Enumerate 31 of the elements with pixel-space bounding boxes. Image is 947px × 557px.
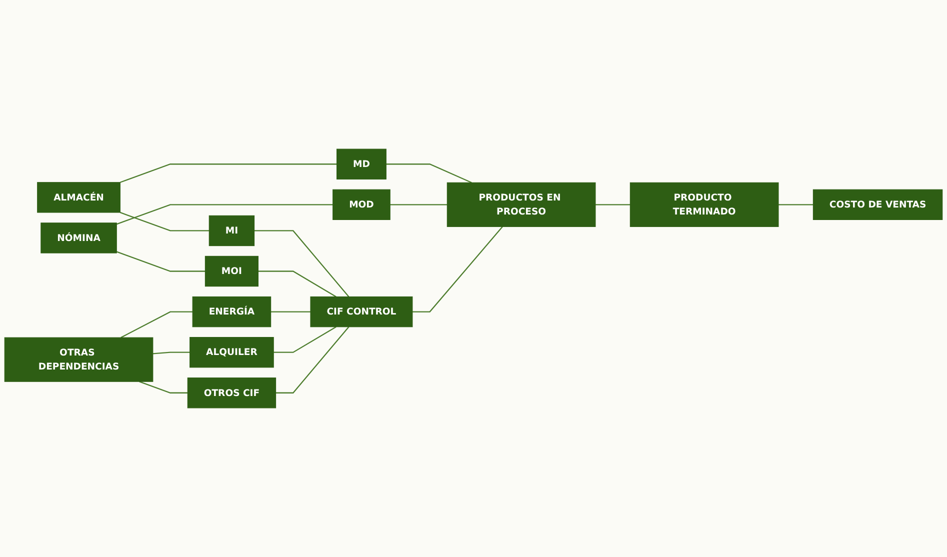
- node-box: ALMACÉN: [37, 182, 120, 213]
- connector: [152, 352, 190, 354]
- connector: [120, 212, 210, 232]
- node-box: NÓMINA: [40, 222, 117, 254]
- connector: [270, 311, 311, 312]
- node-box: CIF CONTROL: [310, 296, 413, 328]
- node-box: OTROS CIF: [187, 378, 276, 408]
- connector: [120, 164, 337, 183]
- node-box: MI: [208, 215, 255, 246]
- connector: [258, 270, 336, 298]
- connector: [116, 204, 333, 225]
- connector: [274, 326, 336, 353]
- node-box: PRODUCTOS EN PROCESO: [446, 182, 596, 227]
- connector: [412, 226, 503, 312]
- node-box: MOI: [204, 256, 258, 287]
- connector: [778, 204, 814, 206]
- node-box: PRODUCTO TERMINADO: [630, 182, 779, 227]
- node-box: MD: [336, 148, 386, 180]
- node-box: MOD: [332, 189, 390, 220]
- node-box: ALQUILER: [190, 337, 274, 368]
- node-box: ENERGÍA: [192, 296, 272, 328]
- connector: [390, 204, 448, 206]
- node-box: OTRAS DEPENDENCIAS: [4, 337, 154, 382]
- connector: [116, 251, 206, 272]
- connector: [120, 311, 193, 338]
- connector: [254, 230, 350, 298]
- connector: [595, 204, 630, 206]
- node-box: COSTO DE VENTAS: [812, 189, 943, 220]
- connector: [386, 164, 472, 184]
- connector: [139, 381, 188, 394]
- connector: [276, 326, 350, 394]
